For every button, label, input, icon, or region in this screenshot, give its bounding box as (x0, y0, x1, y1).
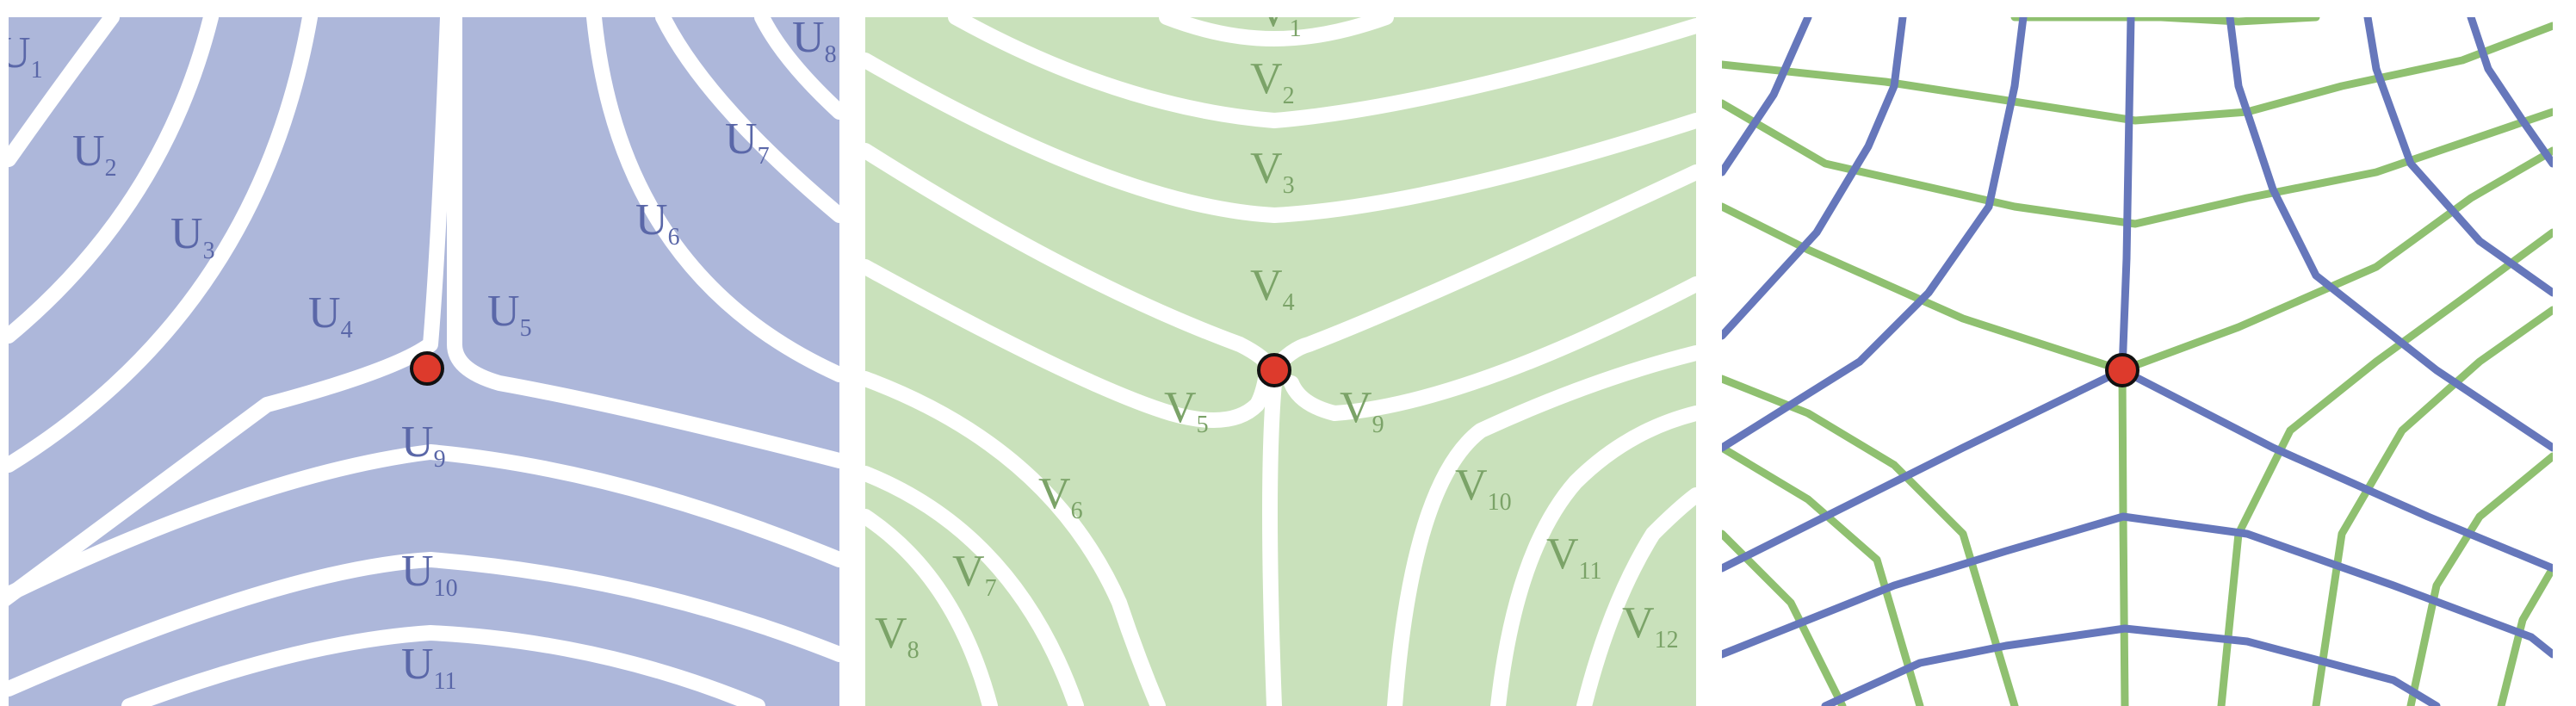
u-labels: U1 U2 U3 U4 U5 U6 U7 U8 U9 U10 U11 (0, 13, 837, 695)
u-separator-2 (9, 17, 219, 344)
v-grid-line (1722, 375, 2019, 706)
label-v5: V5 (1164, 383, 1209, 438)
v-grid-line (1722, 443, 1924, 706)
v-separator-5 (865, 259, 1273, 428)
v-separator-6 (1262, 375, 1282, 706)
singular-point (1257, 353, 1291, 387)
label-v4: V4 (1250, 261, 1295, 316)
label-u2: U2 (72, 127, 117, 182)
v-labels: V1 V2 V3 V4 V5 V6 V7 V8 V9 V10 V11 V12 (875, 0, 1679, 664)
label-v8: V8 (875, 609, 920, 664)
label-u11: U11 (401, 640, 457, 695)
v-separator-1 (1159, 17, 1394, 46)
v-separator-10 (1284, 276, 1696, 421)
v-grid-line (1722, 99, 2553, 228)
u-grid-line (2467, 17, 2553, 168)
v-separator-8 (865, 466, 1084, 706)
v-separator-13 (1576, 487, 1696, 706)
label-u9: U9 (401, 418, 446, 473)
v-grid-line (2497, 564, 2553, 706)
label-v1: V1 (1257, 0, 1302, 42)
u-separator-3 (9, 17, 318, 473)
u-grid-line (2363, 17, 2553, 297)
u-separator-9 (9, 444, 839, 602)
v-separator-12 (1490, 406, 1696, 706)
v-separator-2 (948, 17, 1696, 128)
u-grid-line (1722, 17, 2028, 452)
label-u1: U1 (0, 28, 43, 84)
v-separator-7 (865, 371, 1166, 706)
label-v6: V6 (1038, 469, 1083, 524)
label-v2: V2 (1250, 54, 1295, 109)
singular-point (2105, 353, 2139, 387)
u-separator-6 (586, 17, 839, 382)
label-v3: V3 (1250, 144, 1295, 199)
v-separator-11 (1387, 345, 1696, 706)
label-u6: U6 (635, 195, 680, 251)
u-separator-7 (655, 17, 839, 223)
label-v9: V9 (1340, 383, 1384, 438)
v-grid-line (2312, 306, 2553, 706)
u-separator-11 (121, 625, 765, 706)
u-grid-line (2226, 17, 2553, 452)
u-grid-line (2118, 17, 2135, 375)
label-u4: U4 (308, 288, 353, 344)
v-grid-line (2406, 452, 2553, 706)
label-v12: V12 (1622, 598, 1679, 653)
v-grid-line (2010, 17, 2320, 26)
u-separator-8 (754, 17, 839, 120)
u-separator-10 (9, 552, 839, 697)
v-grid-line (2217, 228, 2553, 706)
u-separator-4 (9, 17, 455, 606)
label-v7: V7 (952, 547, 997, 602)
u-grid-line (1722, 17, 1907, 340)
v-separator-3 (865, 53, 1696, 223)
label-v10: V10 (1455, 461, 1512, 516)
u-grid-line (1821, 624, 2441, 706)
label-u10: U10 (401, 547, 458, 602)
singular-point (410, 351, 444, 386)
v-grid-line (1722, 22, 2553, 125)
label-u8: U8 (792, 13, 837, 68)
label-v11: V11 (1546, 530, 1602, 585)
v-separator-9 (865, 509, 998, 706)
label-u3: U3 (170, 209, 215, 264)
u-separator-1 (9, 17, 120, 167)
panel-v-regions: V1 V2 V3 V4 V5 V6 V7 V8 V9 V10 V11 V12 (865, 0, 1696, 706)
u-grid-lines (1722, 17, 2553, 706)
panel-grid-overlay (1722, 17, 2553, 706)
u-grid-line (1722, 17, 1812, 176)
u-grid-line (1722, 512, 2553, 659)
panel-u-regions: U1 U2 U3 U4 U5 U6 U7 U8 U9 U10 U11 (0, 13, 839, 706)
u-separator-lines (9, 17, 839, 706)
label-u7: U7 (725, 115, 770, 170)
v-grid-line (2118, 366, 2129, 706)
label-u5: U5 (487, 287, 532, 342)
u-separator-5 (447, 17, 839, 468)
